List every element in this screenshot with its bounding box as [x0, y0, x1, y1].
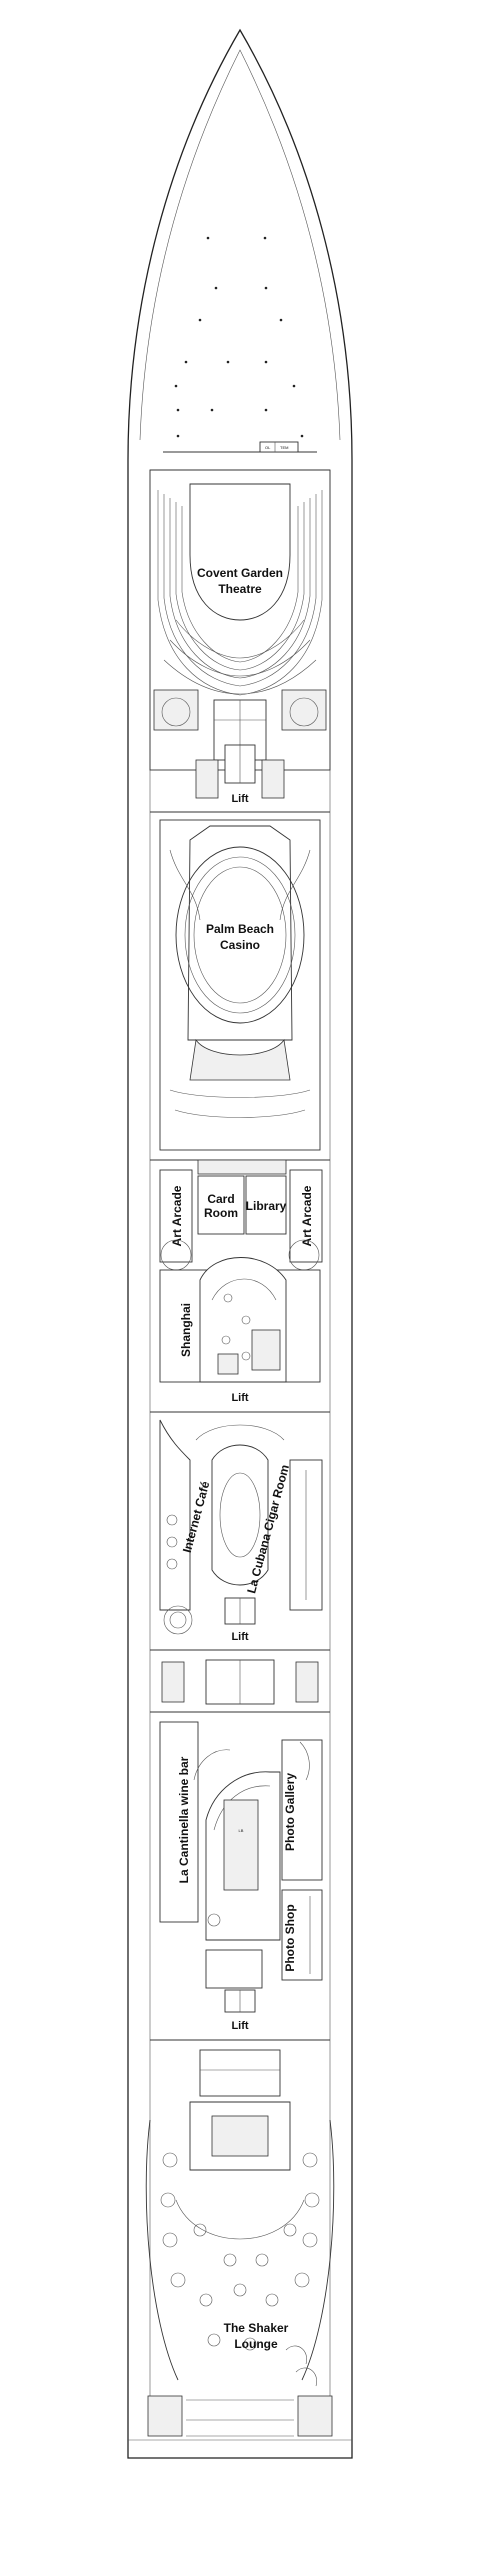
counter-label: LB — [239, 1828, 244, 1833]
library-label: Library — [246, 1199, 287, 1213]
the-shaker-lounge[interactable]: The Shaker Lounge — [145, 2049, 335, 2387]
internet-cafe[interactable]: Internet Café — [159, 1419, 213, 1611]
bow-equipment-room: OL TEM — [259, 441, 299, 453]
card-room-label-line2: Room — [204, 1206, 238, 1220]
theatre-label-line2: Theatre — [218, 582, 262, 596]
covent-garden-theatre[interactable]: Covent Garden Theatre — [149, 469, 331, 771]
photo-shop-label: Photo Shop — [283, 1904, 297, 1971]
casino-label-line1: Palm Beach — [206, 922, 274, 936]
lift-2-label: Lift — [231, 1392, 248, 1404]
lift-2[interactable]: Lift — [231, 1392, 248, 1404]
photo-gallery-label: Photo Gallery — [283, 1773, 297, 1851]
lift-4-label: Lift — [231, 2020, 248, 2032]
art-arcade-left[interactable]: Art Arcade — [159, 1169, 193, 1263]
photo-shop[interactable]: Photo Shop — [281, 1889, 323, 1981]
lift-1[interactable]: Lift — [195, 744, 285, 805]
bow-room-label-1: OL — [265, 445, 271, 450]
casino-label-line2: Casino — [220, 938, 260, 952]
lift-1-label: Lift — [231, 793, 248, 805]
shanghai-restaurant[interactable]: Shanghai — [159, 1257, 321, 1383]
theatre-label-line1: Covent Garden — [197, 566, 283, 580]
lift-3[interactable]: Lift — [224, 1597, 256, 1643]
wine-bar-label: La Cantinella wine bar — [177, 1756, 191, 1883]
lift-3-label: Lift — [231, 1631, 248, 1643]
internet-cafe-label: Internet Café — [180, 1479, 213, 1554]
shanghai-label: Shanghai — [179, 1303, 193, 1357]
bow-deck-markers — [174, 236, 304, 438]
lounge-label-line2: Lounge — [234, 2337, 278, 2351]
art-arcade-left-label: Art Arcade — [170, 1185, 184, 1246]
card-room[interactable]: Card Room — [197, 1175, 245, 1235]
art-arcade-right[interactable]: Art Arcade — [289, 1169, 323, 1263]
lounge-label-line1: The Shaker — [224, 2321, 289, 2335]
central-atrium — [195, 1424, 285, 1586]
photo-gallery[interactable]: Photo Gallery — [281, 1739, 323, 1881]
card-room-label-line1: Card — [207, 1192, 234, 1206]
stern-section — [147, 2395, 333, 2437]
la-cantinella-wine-bar[interactable]: La Cantinella wine bar — [159, 1721, 281, 1941]
library[interactable]: Library — [245, 1175, 287, 1235]
bow-room-label-2: TEM — [280, 445, 288, 450]
bar-counter: LB — [223, 1799, 259, 1891]
lift-4[interactable]: Lift — [224, 1989, 256, 2032]
palm-beach-casino[interactable]: Palm Beach Casino — [159, 819, 321, 1151]
art-arcade-right-label: Art Arcade — [300, 1185, 314, 1246]
ship-hull — [127, 28, 353, 2459]
